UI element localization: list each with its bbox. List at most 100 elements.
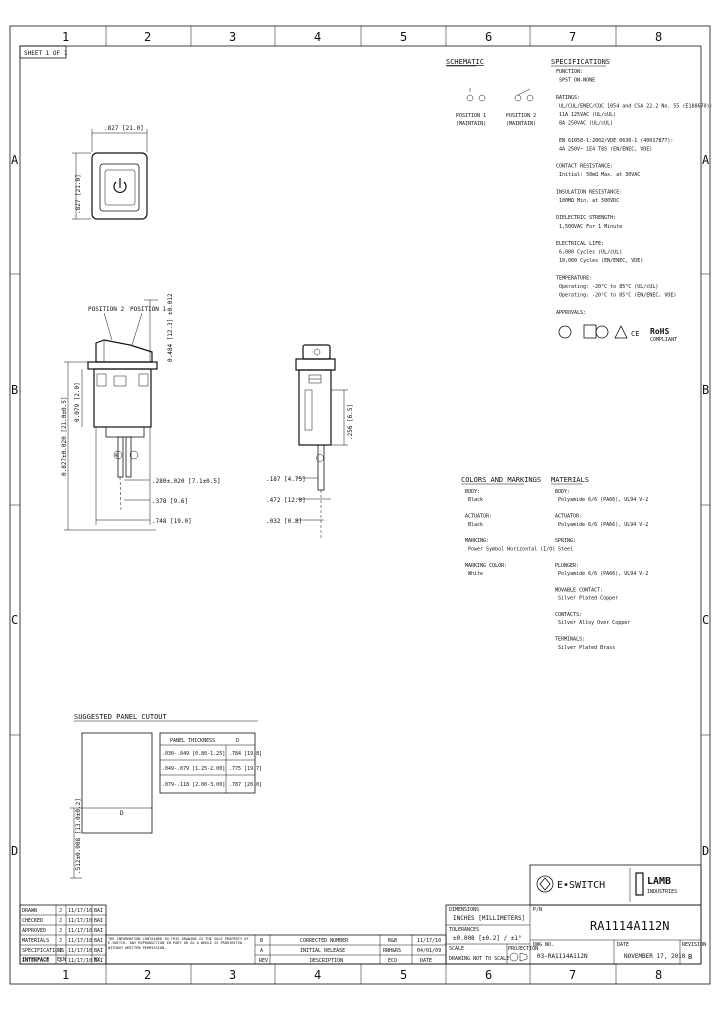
row-label: C [702, 613, 709, 627]
lamb-logo-sub: INDUSTRIES [647, 889, 677, 895]
spec-line: FUNCTION: [556, 69, 583, 75]
rev-row-desc: INITIAL RELEASE [300, 948, 345, 954]
schematic-pos1: POSITION 1 [456, 113, 486, 119]
panel-row-d: .784 [19.8] [229, 751, 262, 757]
panel-thickness-table [159, 732, 256, 794]
materials-title: MATERIALS [551, 476, 589, 484]
materials-line: PLUNGER: [555, 563, 579, 569]
rev-row-date: 04/01/09 [417, 948, 441, 954]
spec-line: UL/CUL/ENEC/CQC 1054 and CSA 22.2 No. 55… [559, 103, 713, 109]
top-view [72, 129, 148, 220]
colors-line: MARKING COLOR: [465, 563, 507, 569]
spec-line: 6,000 Cycles (UL/cUL) [559, 250, 622, 256]
history-cell: 11/17/10 [68, 948, 92, 954]
history-cell: J [59, 928, 62, 934]
units-label: DIMENSIONS [449, 907, 479, 913]
tolerances-value: ±0.008 [±0.2] / ±1° [453, 935, 522, 942]
history-cell: BAI [94, 928, 103, 934]
row-label: B [702, 383, 709, 397]
col-label: 5 [400, 968, 407, 982]
colors-line: BODY: [465, 489, 480, 495]
spec-line: 11A 125VAC (UL/cUL) [559, 112, 616, 118]
proprietary-notice-box: THE INFORMATION CONTAINED IN THIS DRAWIN… [108, 937, 249, 950]
row-label: C [11, 613, 18, 627]
approval-marks: CE [558, 324, 639, 339]
spec-line: 4A 250V~ 1E4 T85 (EN/ENEC, VDE) [559, 146, 652, 152]
history-cell: J [59, 958, 62, 964]
side-dim-b: .378 [9.6] [152, 498, 188, 505]
row-label: A [11, 153, 19, 167]
ce-mark-icon: CE [631, 330, 639, 338]
side-dim-c: .748 [19.0] [152, 518, 192, 525]
rohs-label: RoHS [650, 327, 669, 336]
spec-line: TEMPERATURE: [556, 275, 592, 281]
colors-line: Black [468, 497, 483, 503]
spec-line: 8A 250VAC (UL/cUL) [559, 121, 613, 127]
rev-row-rev: A [260, 948, 263, 954]
col-label: 8 [655, 968, 662, 982]
rev-row-eco: B&B [388, 938, 397, 944]
history-cell: J [59, 918, 62, 924]
rev-row-date: 11/17/10 [417, 938, 441, 944]
end-dim-vert: .256 [6.5] [347, 404, 354, 440]
history-cell: BAI [94, 908, 103, 914]
materials-line: SPRING: [555, 538, 576, 544]
materials-line: ACTUATOR: [555, 514, 582, 520]
history-cell: 11/17/10 [68, 938, 92, 944]
col-label: 3 [229, 30, 236, 44]
lamb-logo-text: LAMB [647, 876, 671, 887]
pn-label: P/N [533, 907, 542, 913]
col-label: 7 [569, 968, 576, 982]
csa-mark-icon [595, 325, 609, 339]
terminal-symbol: ⊕ [115, 452, 119, 459]
panel-header-thickness: PANEL THICKNESS [170, 738, 215, 744]
sheet-label: SHEET 1 OF 1 [24, 50, 68, 57]
date-label: DATE [617, 942, 629, 948]
spec-line: EN 61058-1:2002/VDE 0630-1 (40017877): [559, 138, 673, 144]
panel-row-thickness: .030-.049 [0.80-1.25] [162, 751, 225, 757]
scale-label: SCALE [449, 946, 464, 952]
spec-line: 1,500VAC For 1 Minute [559, 224, 622, 230]
history-cell: BAI [94, 938, 103, 944]
history-cell: 11/17/10 [68, 918, 92, 924]
materials-line: BODY: [555, 489, 570, 495]
materials-line: Polyamide 6/6 (PA66), UL94 V-2 [558, 522, 648, 528]
vde-mark-icon [583, 324, 597, 339]
col-label: 5 [400, 30, 407, 44]
end-view [295, 344, 348, 540]
hist-footer: INTERFACE [22, 957, 49, 963]
materials-line: Steel [558, 546, 573, 552]
eswitch-logo-icon [536, 875, 554, 893]
side-dim-a: .280±.020 [7.1±0.5] [152, 478, 221, 485]
side-dim-left: 0.827±0.020 [21.0±0.5] [61, 397, 68, 476]
specifications-list: FUNCTION:SPST ON-NONERATINGS:UL/CUL/ENEC… [556, 69, 713, 316]
date-value: NOVEMBER 17, 2010 [624, 953, 686, 960]
history-cell: SPECIFICATIONS [22, 948, 64, 954]
row-label: D [702, 844, 709, 858]
projection-label: PROJECTION [508, 946, 538, 952]
eswitch-logo [536, 875, 554, 893]
col-label: 4 [314, 30, 321, 44]
colors-line: ACTUATOR: [465, 514, 492, 520]
history-cell: MATERIALS [22, 938, 49, 944]
panel-row-thickness: .079-.118 [2.00-3.00] [162, 782, 225, 788]
materials-line: TERMINALS: [555, 637, 585, 643]
col-label: 2 [144, 968, 151, 982]
spec-line: Operating: -20°C to 85°C (EN/ENEC, VDE) [559, 293, 676, 299]
end-dim-c: .032 [0.8] [266, 518, 302, 525]
position-1-label: POSITION 1 [130, 306, 167, 313]
col-label: 3 [229, 968, 236, 982]
schematic-title: SCHEMATIC [446, 58, 484, 66]
power-symbol-icon [113, 181, 127, 193]
spec-line: INSULATION RESISTANCE: [556, 189, 622, 195]
panel-dim-vert: .512±0.008 [13.0±0.2] [75, 798, 82, 874]
schematic-pos2-sub: (MAINTAIN) [506, 121, 536, 127]
history-cell: INTERFACE [22, 958, 49, 964]
tolerances-label: TOLERANCES [449, 927, 479, 933]
sheet-box [19, 45, 67, 59]
spec-line: 100MΩ Min. at 500VDC [559, 198, 619, 204]
inner-border [19, 45, 702, 965]
